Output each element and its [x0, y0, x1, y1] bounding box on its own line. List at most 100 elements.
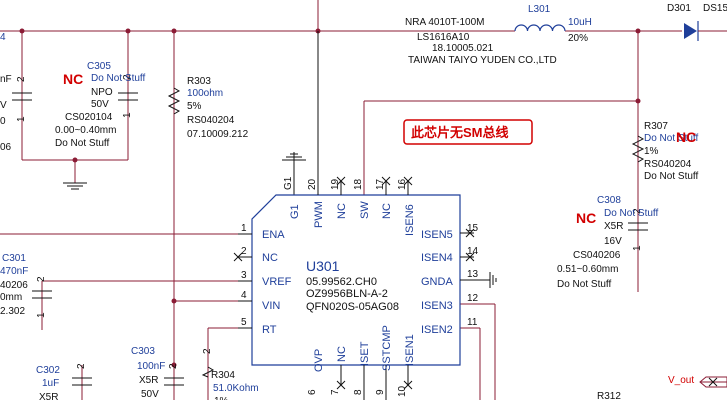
r307-tol: 1% — [644, 146, 659, 157]
c308-dns: Do Not Stuff — [604, 208, 659, 219]
r303-ref: R303 — [187, 76, 211, 87]
r312-vout: R312 V_out — [597, 375, 727, 400]
pin-18-num: 18 — [353, 178, 364, 190]
pin-gnda-label: GNDA — [421, 276, 453, 288]
capacitor-c302: 2 C302 1uF X5R — [36, 363, 92, 400]
c305-height: 0.00~0.40mm — [55, 125, 116, 136]
chip-part: 05.99562.CH0 — [306, 276, 377, 288]
pin-g1-label: G1 — [289, 204, 301, 219]
c308-code: CS040206 — [573, 250, 621, 261]
pin-isen5-label: ISEN5 — [421, 229, 453, 241]
l301-pn: 18.10005.021 — [432, 43, 494, 54]
left-edge-capacitor: 4 nF V 0 06 2 1 — [0, 32, 32, 153]
pin-7-num: 7 — [330, 389, 341, 395]
pin-3-num: 3 — [241, 270, 247, 281]
pin-sstcmp-label: SSTCMP — [381, 325, 393, 371]
c302-ref: C302 — [36, 365, 60, 376]
l301-value: 10uH — [568, 17, 592, 28]
pin-nc-label: NC — [262, 252, 278, 264]
c305-code: CS020104 — [65, 112, 113, 123]
r307-nc: NC — [676, 129, 696, 145]
junction-dot — [72, 157, 78, 163]
c308-stuff: Do Not Stuff — [557, 279, 612, 290]
chip-ref: U301 — [306, 258, 340, 274]
c303-voltage: 50V — [141, 389, 159, 400]
chip-package: QFN020S-05AG08 — [306, 301, 399, 313]
c305-pin2: 2 — [122, 74, 133, 80]
c305-voltage: 50V — [91, 99, 109, 110]
c305-ref: C305 — [87, 61, 111, 72]
pin-vref-label: VREF — [262, 276, 292, 288]
junction-dot — [171, 362, 177, 368]
ground-symbol-g1 — [282, 152, 306, 195]
capacitor-c305: 2 1 NC C305 Do Not Stuff NPO 50V CS02010… — [55, 61, 146, 149]
pin-6-num: 6 — [307, 389, 318, 395]
left-cap-line4: 0 — [0, 116, 6, 127]
c305-pin1: 1 — [122, 112, 133, 118]
pin-9-num: 9 — [375, 389, 386, 395]
resistor-zigzag — [201, 366, 215, 378]
c308-pin1: 1 — [632, 245, 643, 251]
l301-code: LS1616A10 — [417, 32, 470, 43]
pin-vin-label: VIN — [262, 300, 280, 312]
vout-label: V_out — [668, 375, 694, 386]
inductor-coil — [514, 24, 566, 32]
resistor-r303: R303 100ohm 5% RS040204 07.10009.212 — [167, 76, 249, 140]
r307-dns: Do Not Stuff — [644, 133, 699, 144]
capacitor-c303: 2 C303 100nF X5R 50V — [131, 346, 184, 400]
pin-sw-label: SW — [359, 201, 371, 219]
c301-pin1: 1 — [36, 312, 47, 318]
pin-14-num: 14 — [467, 246, 479, 257]
l301-ref: L301 — [528, 4, 551, 15]
c305-nc: NC — [63, 71, 83, 87]
pin-16-num: 16 — [397, 178, 408, 190]
junction-dot — [635, 28, 641, 34]
d301-ref: D301 — [667, 3, 691, 14]
c301-pn: 2.302 — [0, 306, 25, 317]
r307-ref: R307 — [644, 121, 668, 132]
pin-8-num: 8 — [353, 389, 364, 395]
junctions — [19, 28, 641, 368]
pin-nc17-label: NC — [381, 203, 393, 219]
left-cap-value: nF — [0, 74, 12, 85]
pin-isen6-label: ISEN6 — [404, 204, 416, 236]
pin-19-num: 19 — [330, 178, 341, 190]
pin-g1-num: G1 — [283, 176, 294, 190]
c308-ref: C308 — [597, 195, 621, 206]
c305-stuff: Do Not Stuff — [55, 138, 110, 149]
pin-isen3-label: ISEN3 — [421, 300, 453, 312]
pin-ovp-label: OVP — [313, 349, 325, 372]
c302-dielectric: X5R — [39, 392, 58, 400]
r303-tol: 5% — [187, 101, 202, 112]
c308-voltage: 16V — [604, 236, 622, 247]
pin-4-num: 4 — [241, 290, 247, 301]
pin-5-num: 5 — [241, 317, 247, 328]
c305-dielectric: NPO — [91, 87, 113, 98]
resistor-r304: 2 R304 51.0Kohm 1% — [201, 348, 259, 400]
pin-17-num: 17 — [375, 178, 386, 190]
pin-isen4-label: ISEN4 — [421, 252, 453, 264]
pin-rt-label: RT — [262, 324, 277, 336]
pin-iset-label: ISET — [359, 341, 371, 366]
pin-1-num: 1 — [241, 223, 247, 234]
r303-pn: 07.10009.212 — [187, 129, 249, 140]
pin-13-num: 13 — [467, 269, 479, 280]
pin-isen2-label: ISEN2 — [421, 324, 453, 336]
c303-ref: C303 — [131, 346, 155, 357]
c301-code: 40206 — [0, 280, 28, 291]
c303-pin2: 2 — [168, 363, 179, 369]
pin-nc7-label: NC — [336, 346, 348, 362]
pin-ena-label: ENA — [262, 229, 285, 241]
r304-tol: 1% — [214, 396, 229, 400]
c303-value: 100nF — [137, 361, 165, 372]
resistor-zigzag — [167, 87, 181, 115]
r303-code: RS040204 — [187, 115, 235, 126]
junction-dot — [19, 28, 25, 34]
junction-dot — [171, 28, 177, 34]
c302-value: 1uF — [42, 378, 59, 389]
ground-symbol — [63, 182, 87, 190]
note-border — [403, 119, 533, 145]
c305-dns: Do Not Stuff — [91, 73, 146, 84]
l301-vendor: TAIWAN TAIYO YUDEN CO.,LTD — [408, 55, 557, 66]
